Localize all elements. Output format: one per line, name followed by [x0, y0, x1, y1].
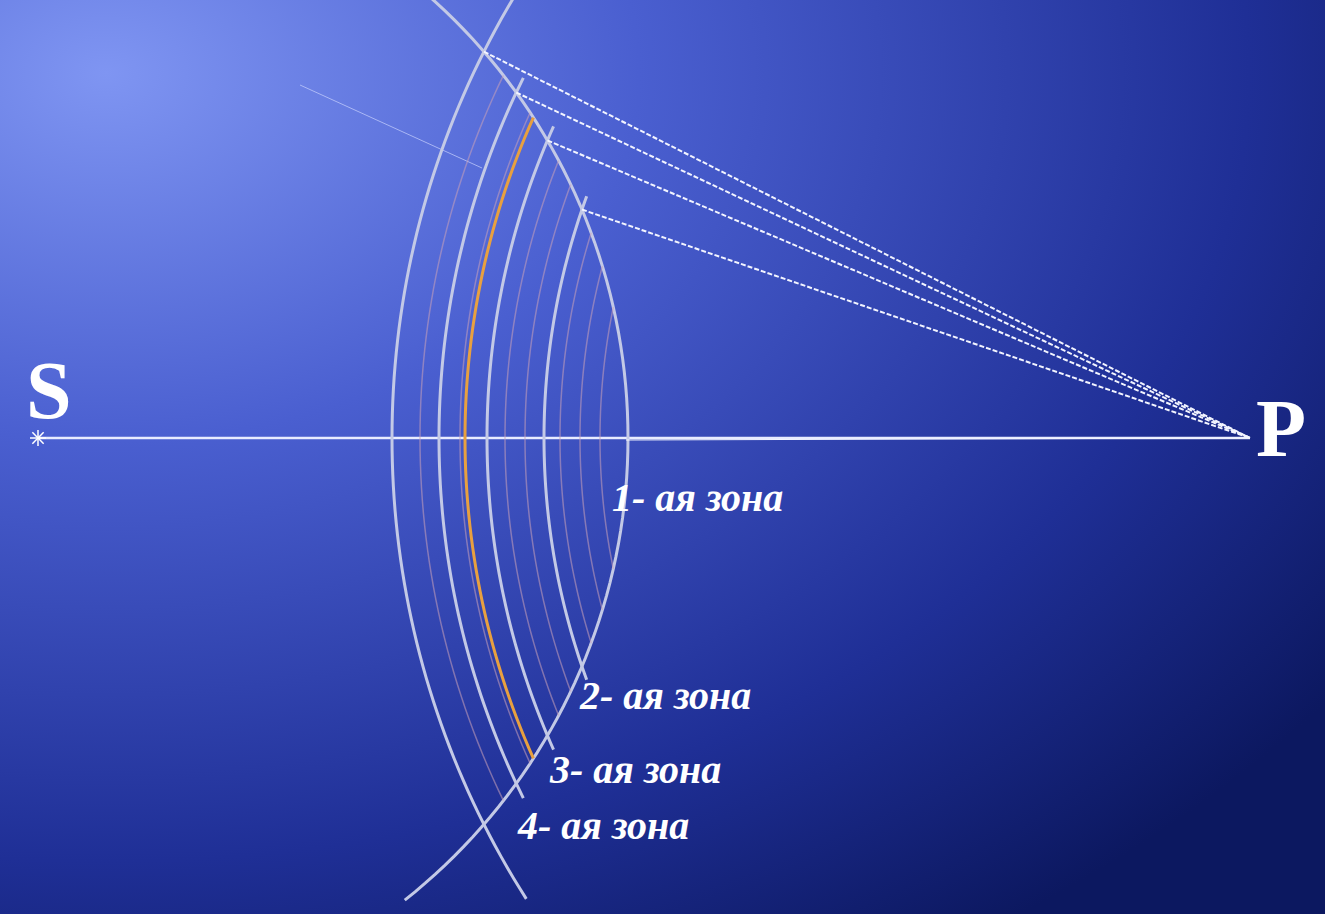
zone-label: 3- ая зона [550, 750, 721, 790]
zone-boundary-arc [487, 126, 554, 749]
source-star [30, 430, 46, 446]
ray-to-p [582, 210, 1250, 438]
intermediate-arc [420, 75, 503, 800]
zone-boundary-arc [392, 0, 526, 899]
point-label: P [1256, 388, 1306, 470]
pointer-line [300, 85, 482, 168]
zone-boundary-arc [439, 78, 523, 798]
intermediate-arc [600, 307, 613, 569]
zone-label: 1- ая зона [612, 478, 783, 518]
ray-to-p [547, 140, 1250, 438]
axis-ray [626, 438, 1250, 440]
intermediate-arc [525, 184, 571, 691]
wave-zones [30, 0, 1250, 900]
zone-boundary-arc [544, 196, 587, 680]
source-label: S [26, 350, 72, 432]
ray-to-p [516, 93, 1250, 438]
intermediate-arc [580, 266, 602, 610]
ray-to-p [484, 52, 1250, 438]
axis-line [38, 437, 1250, 440]
highlight-arc [465, 118, 533, 759]
intermediate-arc [560, 233, 591, 643]
zone-label: 4- ая зона [518, 806, 689, 846]
star-ray [32, 432, 43, 443]
zone-label: 2- ая зона [580, 676, 751, 716]
